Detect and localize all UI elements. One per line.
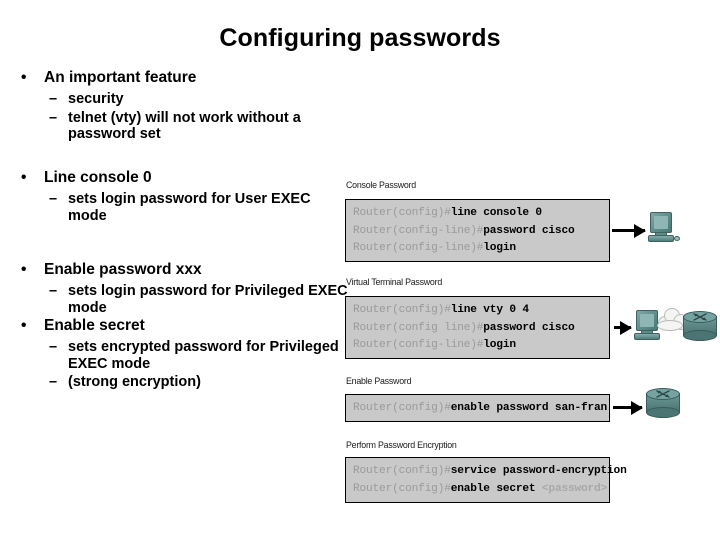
bullet-group-4: • Enable secret – sets encrypted passwor… [0,316,350,391]
panel-label-virtual-terminal-password: Virtual Terminal Password [346,277,443,288]
router-icon [683,311,717,341]
monitor-base [634,333,660,340]
sub-bullet-item: – sets login password for User EXEC mode [0,191,350,225]
cli-line: Router(config)#line vty 0 4 [353,302,609,320]
panel-label-enable-password: Enable Password [346,376,412,387]
cli-prompt: Router(config)# [353,402,451,414]
router-bottom [683,330,717,341]
cli-line: Router(config)#line console 0 [353,205,609,223]
panel-label-perform-password-encryption: Perform Password Encryption [346,440,457,451]
sub-bullet-item: – sets encrypted password for Privileged… [0,339,350,373]
cli-prompt: Router(config)# [353,207,451,219]
cloud-icon [656,307,692,333]
cli-command: enable password san-fran [450,402,608,414]
dash-marker-icon: – [49,90,58,107]
dash-marker-icon: – [49,190,58,207]
cloud-base [657,320,683,331]
cli-prompt: Router(config)# [353,465,451,477]
cli-command: password cisco [483,321,575,334]
bullet-marker-icon: • [21,317,27,334]
bullet-heading-3: • Enable password xxx [0,260,350,280]
cli-panel-perform-password-encryption: Router(config)#service password-encrypti… [345,457,627,503]
cli-command: line console 0 [450,207,542,219]
cli-prompt: Router(config-line)# [353,339,484,351]
cli-command: login [483,242,516,254]
monitor-screen [636,310,658,331]
router-arrows-icon [693,313,707,321]
cli-command: login [483,339,516,351]
workstation-icon [634,310,664,340]
cli-command: service password-encryption [450,465,627,477]
cli-line: Router(config line)#password cisco [353,320,609,338]
bullet-heading-4: • Enable secret [0,316,350,336]
bullet-heading-1: • An important feature [0,68,350,88]
bullet-group-1: • An important feature – security – teln… [0,68,350,143]
cli-command: password cisco [483,224,575,237]
bullet-heading-2: • Line console 0 [0,168,350,188]
dash-marker-icon: – [49,374,58,391]
bullet-marker-icon: • [21,261,27,278]
cli-line: Router(config)#service password-encrypti… [353,463,627,481]
cli-line: Router(config-line)#login [353,337,609,355]
bullet-marker-icon: • [21,69,27,86]
bullet-heading-text: Enable secret [44,317,145,334]
dash-marker-icon: – [49,109,58,126]
bullet-heading-text: Line console 0 [44,169,152,186]
cli-prompt: Router(config)# [353,482,451,495]
panel-label-console-password: Console Password [346,180,416,191]
sub-bullet-item: – security [0,91,350,108]
router-bottom [646,407,680,418]
bullet-heading-text: An important feature [44,69,197,86]
sub-bullet-text: (strong encryption) [68,374,201,391]
bullet-group-3: • Enable password xxx – sets login passw… [0,260,350,316]
cli-panel-virtual-terminal-password: Router(config)#line vty 0 4 Router(confi… [345,296,610,359]
bullet-group-2: • Line console 0 – sets login password f… [0,168,350,224]
sub-bullet-item: – telnet (vty) will not work without a p… [0,110,350,144]
dash-marker-icon: – [49,338,58,355]
cli-command: enable secret [450,482,542,495]
sub-bullet-item: – sets login password for Privileged EXE… [0,283,350,317]
router-arrows-icon [656,390,670,398]
router-icon [646,388,680,418]
arrow-vty-to-network [614,326,631,329]
dash-marker-icon: – [49,282,58,299]
bullet-marker-icon: • [21,169,27,186]
cli-prompt: Router(config-line)# [353,242,484,254]
cli-prompt: Router(config line)# [353,321,484,334]
cli-line: Router(config)#enable secret <password> [353,481,609,499]
cli-prompt: Router(config-line)# [353,224,484,237]
arrow-console-to-workstation [612,229,645,232]
workstation-icon [648,212,682,243]
sub-bullet-text: security [68,90,124,107]
sub-bullet-text: telnet (vty) will not work without a pas… [68,109,301,143]
page-title: Configuring passwords [219,24,501,52]
sub-bullet-text: sets login password for User EXEC mode [68,190,311,224]
mouse-icon [674,236,680,241]
arrow-enable-to-router [613,406,642,409]
cli-placeholder-arg: <password> [541,482,608,495]
monitor-base [648,235,674,242]
cli-line: Router(config-line)#login [353,240,609,258]
cli-prompt: Router(config)# [353,304,451,316]
monitor-screen [650,212,672,233]
cli-command: line vty 0 4 [450,304,529,316]
sub-bullet-item: – (strong encryption) [0,374,350,391]
sub-bullet-text: sets encrypted password for Privileged E… [68,338,339,372]
sub-bullet-text: sets login password for Privileged EXEC … [68,282,348,316]
bullet-heading-text: Enable password xxx [44,261,202,278]
cli-line: Router(config)#enable password san-fran [353,400,609,418]
cli-panel-console-password: Router(config)#line console 0 Router(con… [345,199,610,262]
cli-panel-enable-password: Router(config)#enable password san-fran [345,394,610,422]
cli-line: Router(config-line)#password cisco [353,223,609,241]
